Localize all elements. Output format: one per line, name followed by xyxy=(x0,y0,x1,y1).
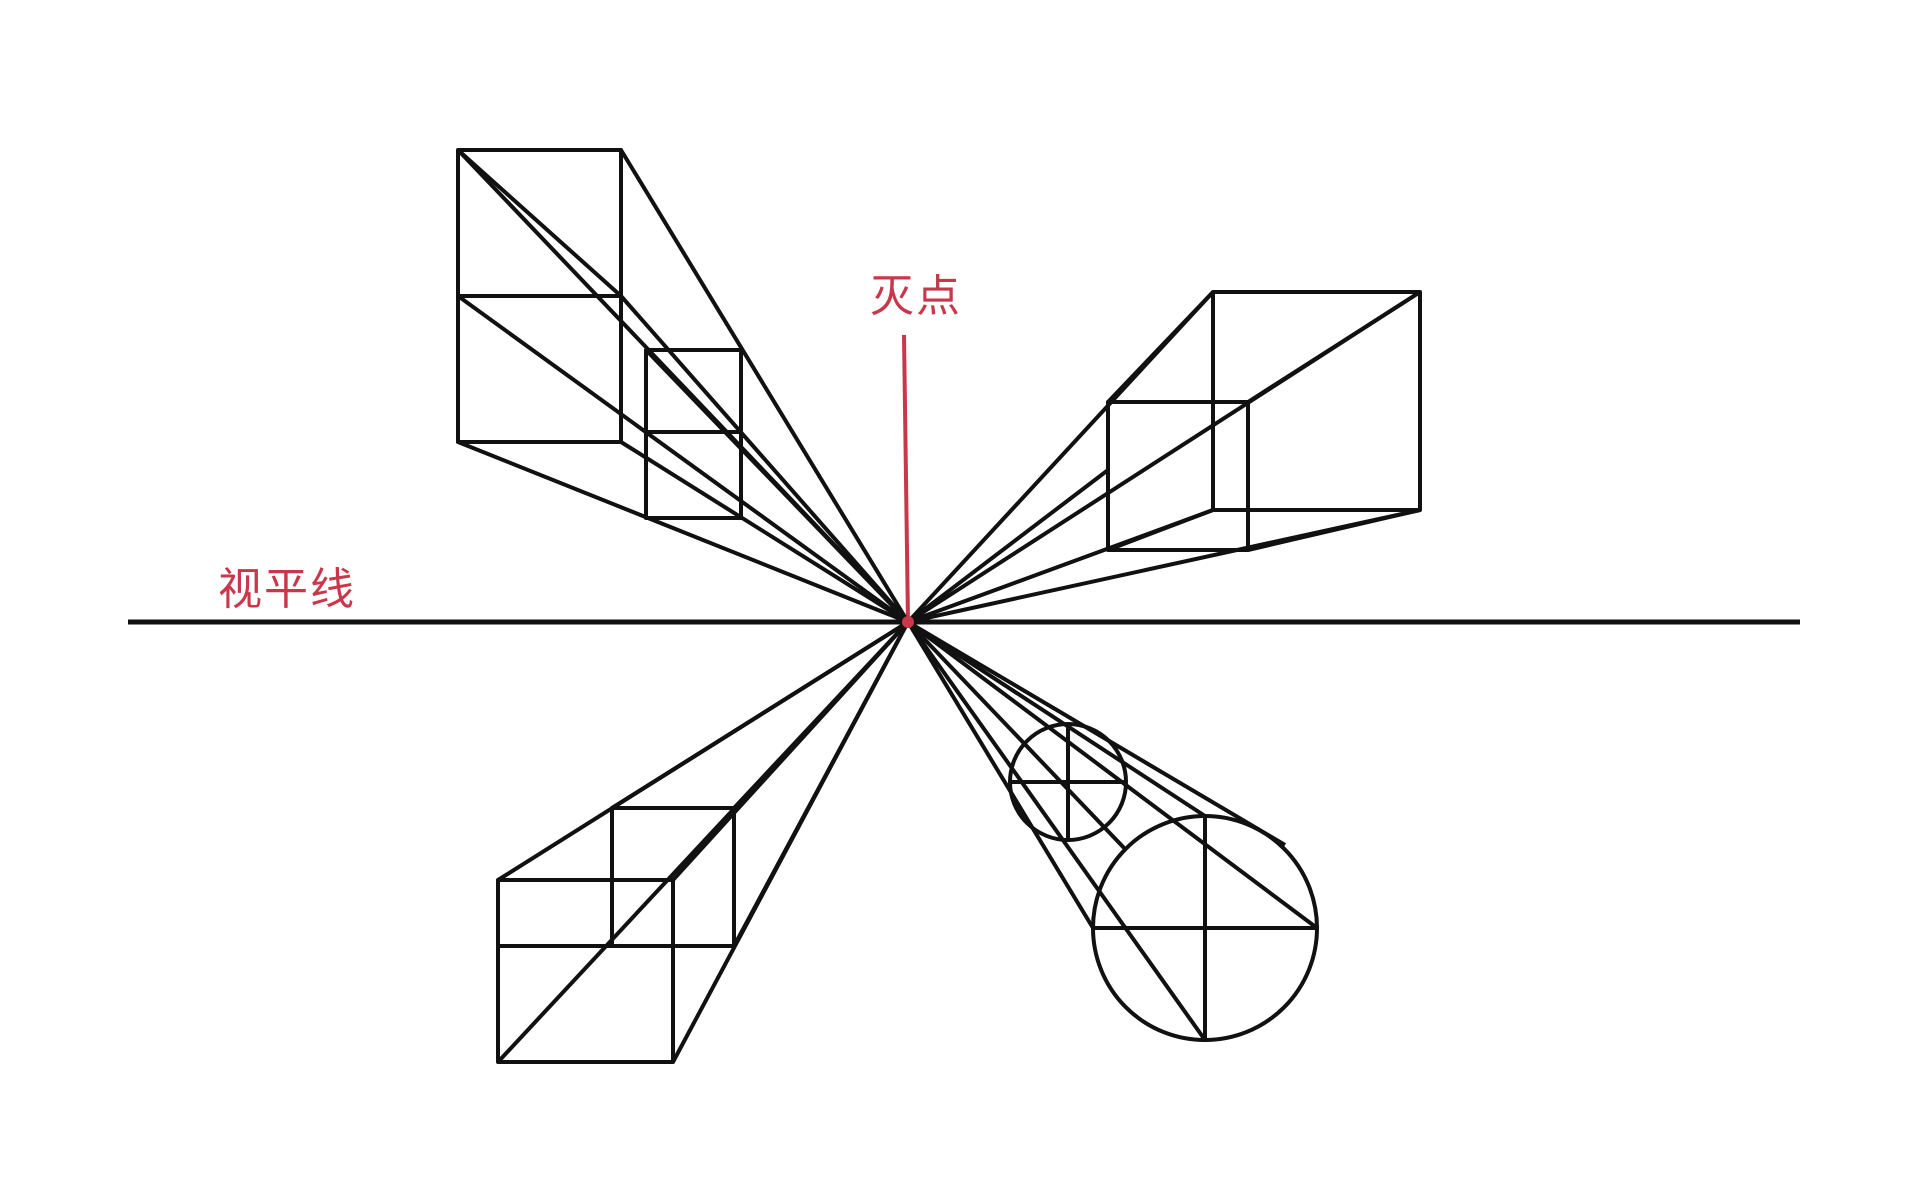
upper-right-box xyxy=(906,290,1422,624)
lower-right-cylinder xyxy=(906,620,1319,1042)
upper-left-box xyxy=(456,148,910,624)
vanishing-point-label: 灭点 xyxy=(870,271,962,322)
lower-left-box xyxy=(496,620,910,1064)
vanishing-point-indicator xyxy=(902,334,910,623)
vanishing-point-dot xyxy=(902,616,914,628)
horizon-label: 视平线 xyxy=(218,564,356,615)
